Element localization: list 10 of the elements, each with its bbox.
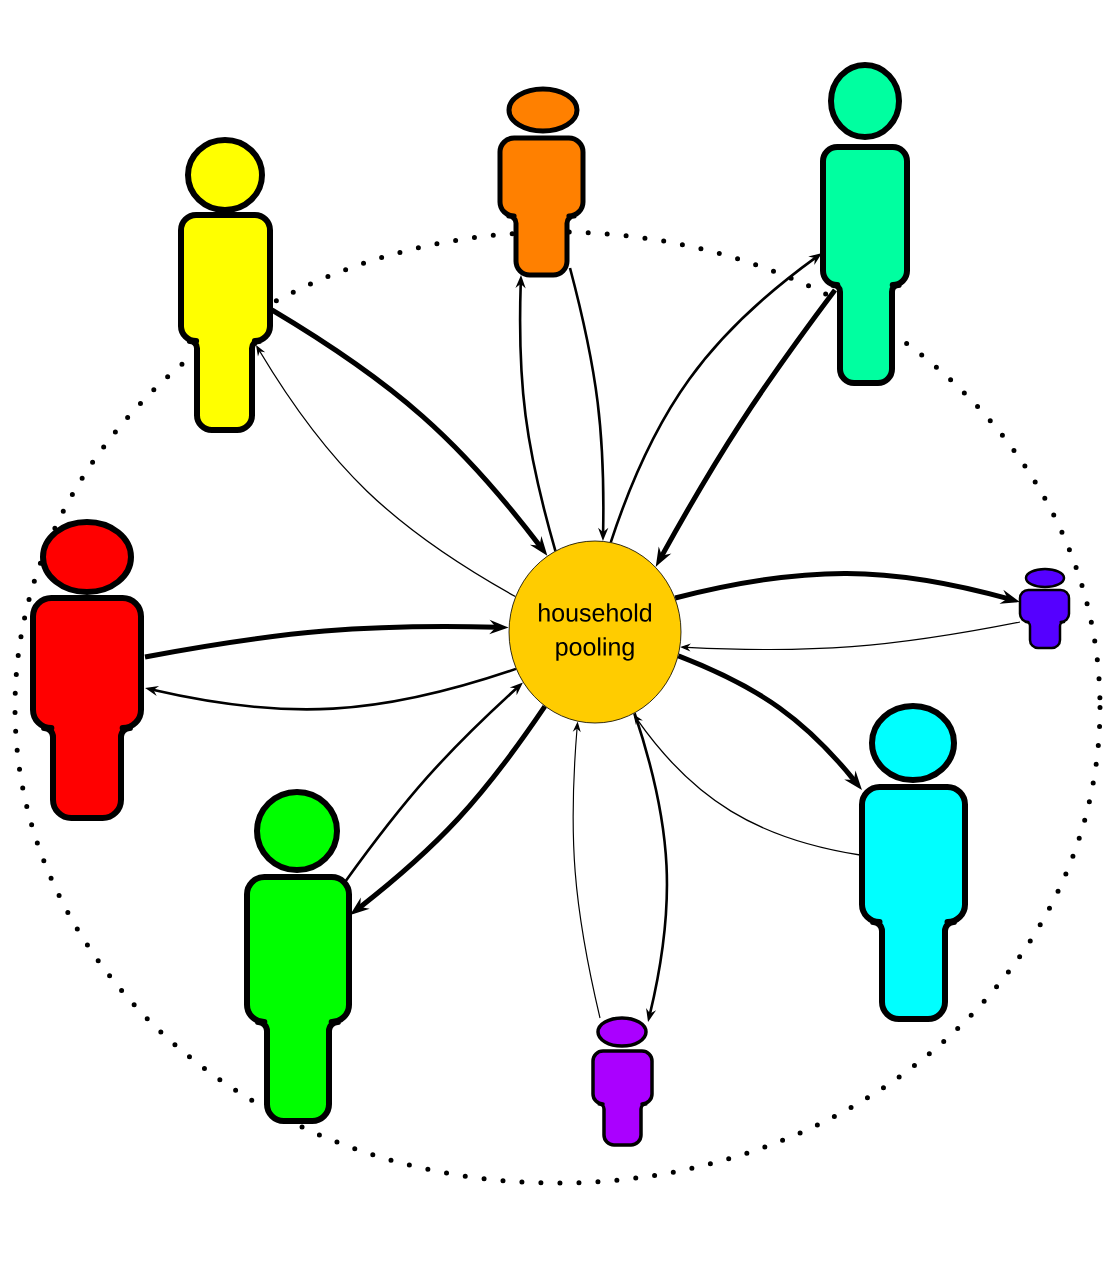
arrow (256, 345, 516, 598)
person-figure (591, 1016, 654, 1147)
person-figure (178, 137, 273, 433)
arrow (633, 714, 861, 856)
person-figure (244, 789, 352, 1124)
person-figure (820, 62, 910, 386)
person-figure (859, 703, 968, 1022)
person-figure (497, 86, 586, 278)
person-figure (1018, 567, 1071, 650)
person-figure (30, 519, 144, 821)
